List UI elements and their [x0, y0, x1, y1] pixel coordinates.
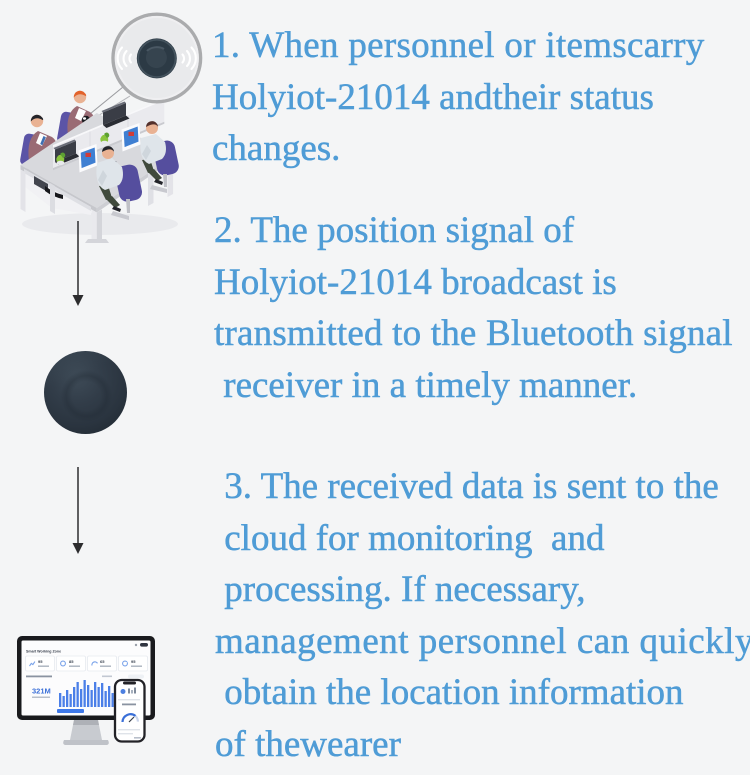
svg-text:95: 95 — [38, 659, 43, 664]
svg-text:Smart Working Zone: Smart Working Zone — [26, 650, 61, 654]
svg-text:85: 85 — [69, 659, 74, 664]
svg-text:95: 95 — [131, 659, 136, 664]
svg-text:65: 65 — [100, 659, 105, 664]
svg-text:321M: 321M — [32, 687, 51, 696]
